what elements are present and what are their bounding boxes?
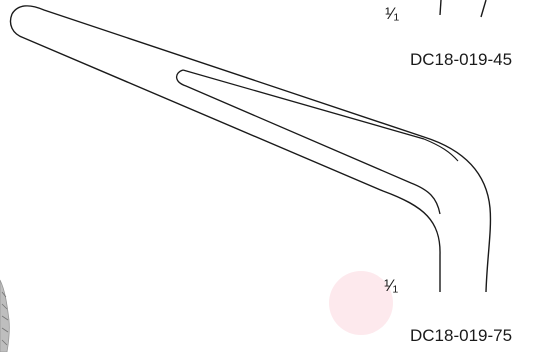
scale-label-top: ¹⁄₁ (385, 4, 400, 23)
instrument-slot-upper (182, 69, 425, 140)
top-instrument-stroke (480, 0, 487, 18)
product-code-bottom: DC18-019-75 (410, 326, 513, 345)
textured-edge (0, 279, 10, 352)
textured-edge-lines (1, 291, 9, 346)
bend-detail-line (423, 138, 459, 162)
instrument-slot-lower (175, 69, 441, 215)
instrument-outline-upper (11, 5, 492, 293)
instrument-outline-lower (9, 13, 441, 292)
top-instrument-stroke (439, 0, 442, 16)
highlight-marker (329, 271, 393, 335)
product-code-top: DC18-019-45 (410, 50, 513, 69)
scale-label-bottom: ¹⁄₁ (384, 276, 399, 295)
